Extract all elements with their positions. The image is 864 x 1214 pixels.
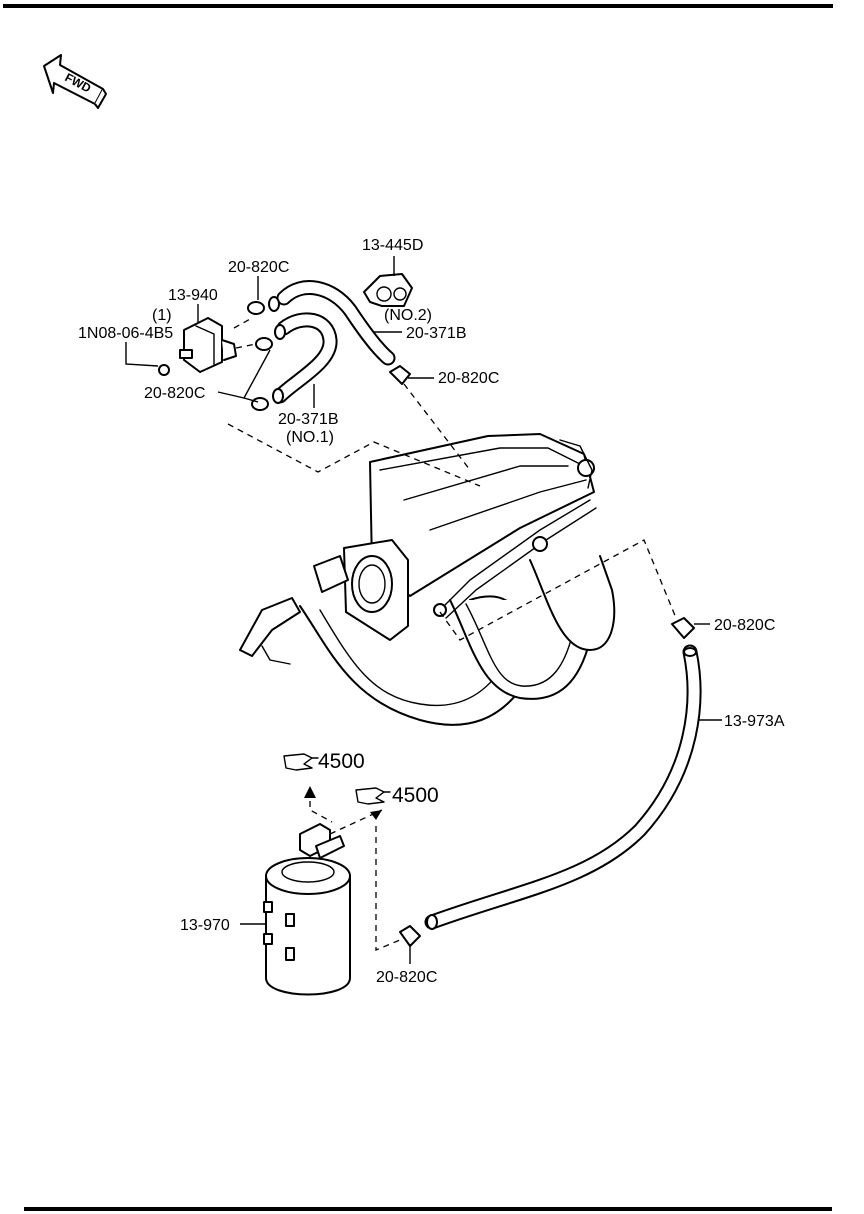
label-ref-a: 4500 [318,750,365,773]
label-clamp-right: 20-820C [714,617,775,634]
clamp-icon [671,617,695,639]
bolt-icon [158,364,170,376]
bracket-13-445d [363,273,413,307]
label-clamp-top: 20-820C [228,259,289,276]
clamp-icon [389,365,411,385]
label-hose-no1-note: (NO.1) [286,429,334,446]
clamp-icon [255,324,286,351]
pointing-hand-icon [283,753,319,771]
sensor-13-940 [179,317,237,373]
top-border [3,4,833,8]
clamp-icon [399,925,421,947]
label-clamp-mid: 20-820C [438,370,499,387]
intake-manifold [239,433,616,726]
label-clamp-left: 20-820C [144,385,205,402]
canister-13-970 [263,823,351,996]
label-bracket: 13-445D [362,237,423,254]
label-hose-no2-note: (NO.2) [384,307,432,324]
label-hose-long: 13-973A [724,713,785,730]
label-ref-b: 4500 [392,784,439,807]
label-bolt: 1N08-06-4B5 [78,325,173,342]
bottom-border [24,1207,832,1211]
fwd-arrow-icon: FWD [43,54,107,109]
label-canister: 13-970 [180,917,230,934]
clamp-icon [247,296,280,315]
label-clamp-bottom: 20-820C [376,969,437,986]
clamp-icon [251,388,284,411]
pointing-hand-icon [355,787,391,805]
label-hose-no2: 20-371B [406,325,467,342]
label-hose-no1: 20-371B [278,411,339,428]
label-sensor-qty: (1) [152,307,172,324]
label-sensor: 13-940 [168,287,218,304]
